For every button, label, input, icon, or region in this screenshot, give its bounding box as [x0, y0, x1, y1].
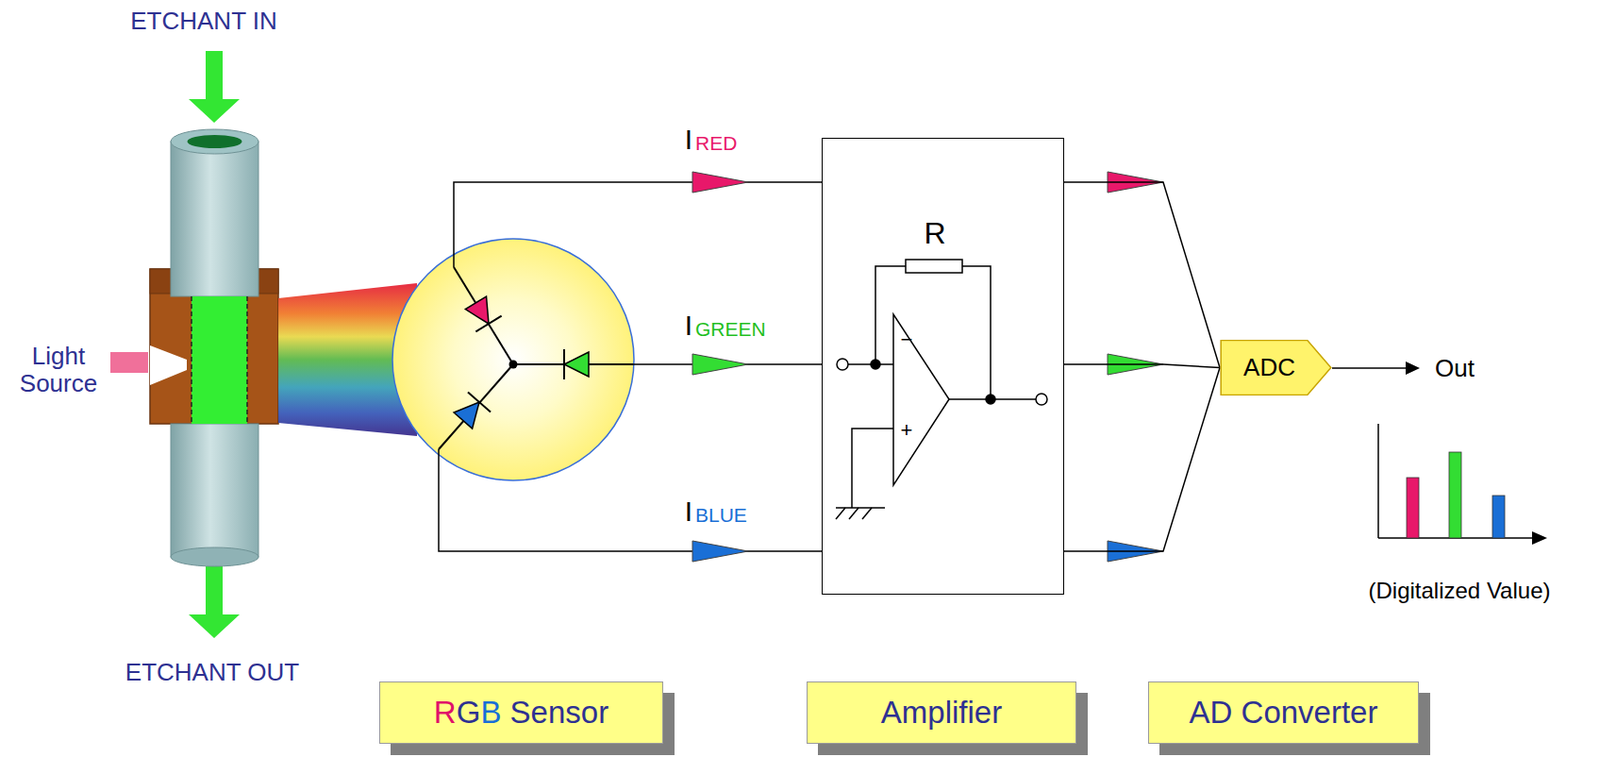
light-source [110, 351, 149, 373]
label: ETCHANT OUT [125, 658, 300, 686]
node-text: RGB Sensor [433, 694, 609, 731]
lower-tube [170, 423, 259, 557]
ground-symbol [835, 506, 885, 509]
ground-hatch [862, 507, 872, 519]
label: − [900, 328, 914, 351]
junction-dot [509, 360, 518, 369]
op-amp-circuit [835, 259, 1048, 519]
text-part: Sensor [500, 694, 609, 730]
wire [453, 266, 514, 365]
input-terminal [836, 358, 849, 370]
flow-arrow [188, 566, 240, 638]
arrowhead [1405, 361, 1420, 375]
column-edge [190, 296, 193, 424]
label: I [684, 309, 693, 341]
axis [1377, 423, 1380, 538]
etchant-column [191, 296, 248, 424]
photodiode-blue [451, 391, 491, 431]
signal-arrow [692, 353, 749, 375]
signal-line [1064, 182, 1220, 368]
lower-tube-end [170, 547, 259, 567]
label: ETCHANT IN [130, 7, 278, 35]
signal-arrows [692, 171, 1164, 562]
text-part: R [433, 694, 457, 730]
label: + [900, 418, 914, 442]
adc-shape [1220, 340, 1332, 396]
etchant-cell [110, 50, 279, 638]
photodiode-green [564, 349, 589, 380]
ground-hatch [849, 507, 859, 519]
bar [1406, 477, 1419, 538]
wire [438, 364, 514, 450]
signal-arrow [692, 171, 749, 193]
section-tag: RGB Sensor [379, 681, 664, 744]
op-amp-symbol [893, 314, 950, 485]
rgb-sensor [392, 238, 634, 481]
output-arrow [1332, 361, 1420, 375]
column-edge [246, 296, 249, 424]
section-tag: Amplifier [806, 681, 1077, 744]
label: I [684, 495, 693, 527]
adc-block: ADC [1219, 339, 1333, 396]
bar-chart [1378, 423, 1548, 545]
signal-line [1064, 367, 1220, 552]
wire [1332, 366, 1410, 369]
label: (Digitalized Value) [1368, 578, 1551, 603]
light-slot [150, 345, 187, 385]
section-tag: AD Converter [1148, 681, 1419, 744]
signal-line [1064, 364, 1220, 368]
label: BLUE [695, 503, 748, 526]
upper-tube [170, 141, 259, 297]
wire [851, 428, 894, 508]
sensor-disc [392, 238, 634, 481]
feedback-wire [962, 266, 991, 399]
flow-arrow [188, 50, 240, 123]
resistor-symbol [905, 259, 963, 273]
output-terminal [1035, 393, 1048, 405]
node-text: Amplifier [881, 694, 1002, 731]
wire [438, 449, 822, 551]
arrowhead [1532, 531, 1548, 545]
tube-top [170, 129, 259, 154]
bar [1449, 451, 1462, 538]
text-part: G [456, 694, 482, 730]
node-text: ADC [1243, 352, 1296, 383]
signal-arrow [692, 540, 749, 562]
label: I [684, 123, 693, 155]
text-part: B [480, 694, 501, 730]
label: RED [695, 132, 737, 154]
photodiode-red [463, 294, 502, 332]
node-dot [985, 394, 996, 404]
node-text: R [923, 216, 946, 251]
label: Out [1434, 354, 1475, 383]
ground-hatch [835, 507, 846, 519]
label: Light Source [13, 342, 104, 397]
sensor-wires [438, 182, 822, 551]
wire [453, 182, 822, 267]
tube-bore [187, 134, 243, 149]
node-text: AD Converter [1189, 694, 1379, 731]
bar [1492, 495, 1505, 538]
label: GREEN [695, 317, 767, 340]
amplifier-box: R [821, 137, 1065, 595]
